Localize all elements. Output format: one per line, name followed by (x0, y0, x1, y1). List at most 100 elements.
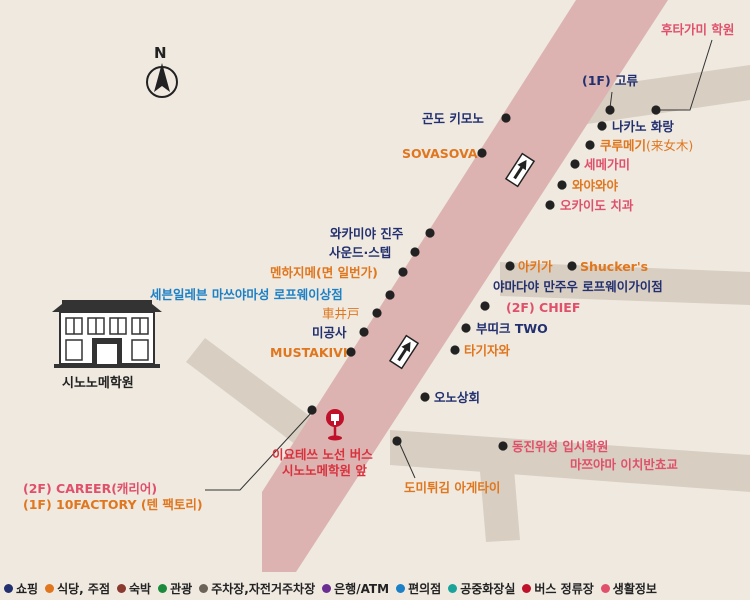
label-menhajime[interactable]: 멘하지메(면 일번가) (270, 265, 378, 280)
dot-sovasova[interactable] (477, 148, 487, 158)
label-chief[interactable]: (2F) CHIEF (506, 300, 581, 315)
label-domi[interactable]: 도미튀김 아게타이 (404, 480, 501, 495)
legend-label: 쇼핑 (16, 581, 39, 596)
side-road-left-diagonal (186, 338, 334, 460)
label-waya[interactable]: 와야와야 (572, 178, 619, 193)
label-akiga[interactable]: 아키가 (518, 259, 553, 274)
legend-item: 쇼핑 (4, 580, 38, 597)
legend-dot-icon (322, 583, 332, 593)
compass-arrow-icon (146, 63, 178, 98)
legend-label: 식당, 주점 (57, 581, 110, 596)
label-butik[interactable]: 부띠크 TWO (476, 321, 548, 336)
dot-waya[interactable] (557, 180, 567, 190)
label-mikosha[interactable]: 미공사 (312, 325, 347, 340)
dot-ono[interactable] (420, 392, 430, 402)
dot-kurumegi[interactable] (585, 140, 595, 150)
bus-stop-icon[interactable] (326, 409, 344, 441)
legend-dot-icon (45, 583, 55, 593)
dot-futagami[interactable] (651, 105, 661, 115)
legend-item: 은행/ATM (322, 580, 389, 597)
side-road-right-diagonal (478, 445, 520, 542)
legend-item: 관광 (158, 580, 192, 597)
label-career[interactable]: (2F) CAREER(캐리어) (23, 481, 158, 496)
legend-label: 버스 정류장 (534, 581, 594, 596)
leader-line-futagami (656, 39, 713, 111)
dot-okaido[interactable] (545, 200, 555, 210)
legend-label: 은행/ATM (334, 581, 390, 596)
dot-gorin[interactable] (605, 105, 615, 115)
legend-label: 숙박 (129, 581, 152, 596)
leader-line-gorin (609, 91, 613, 109)
legend-dot-icon (4, 583, 13, 593)
dot-butik[interactable] (461, 323, 471, 333)
label-semegami[interactable]: 세메가미 (584, 157, 631, 172)
dot-menhajime[interactable] (398, 267, 408, 277)
label-nakano[interactable]: 나카노 화랑 (612, 119, 674, 134)
dot-sound[interactable] (410, 247, 420, 257)
dot-domi[interactable] (392, 436, 402, 446)
legend-label: 편의점 (408, 581, 442, 596)
label-mustakivi[interactable]: MUSTAKIVI (270, 345, 348, 360)
legend-item: 숙박 (117, 580, 151, 597)
main-road (262, 0, 668, 572)
label-yamadaya[interactable]: 야마다야 만주우 로프웨이가이점 (493, 279, 663, 294)
label-wakamiya[interactable]: 와카미야 진주 (330, 226, 404, 241)
dot-mikosha[interactable] (359, 327, 369, 337)
label-kurumegi[interactable]: 쿠루메기(来女木) (600, 138, 693, 153)
dot-tagijawa[interactable] (450, 345, 460, 355)
legend-item: 식당, 주점 (45, 580, 110, 597)
dot-semegami[interactable] (570, 159, 580, 169)
legend-label: 공중화장실 (460, 581, 516, 596)
landmark-label: 시노노메학원 (62, 376, 134, 391)
dot-dongjin[interactable] (498, 441, 508, 451)
legend-item: 공중화장실 (448, 580, 515, 597)
dot-kuruido[interactable] (372, 308, 382, 318)
label-kurumegi-main: 쿠루메기 (600, 138, 647, 153)
bus-stop-label-line2: 시노노메학원 앞 (282, 463, 367, 478)
school-building-icon (52, 300, 162, 368)
bus-stop-label-line1: 이요테쓰 노선 버스 (272, 447, 373, 462)
label-ono[interactable]: 오노상회 (434, 390, 481, 405)
leader-line-career (205, 411, 313, 491)
side-road-bottom-right (390, 430, 750, 492)
legend-item: 생활정보 (600, 580, 657, 597)
label-tagijawa[interactable]: 타기자와 (464, 343, 511, 358)
compass: N (140, 44, 184, 104)
legend: 쇼핑 식당, 주점 숙박 관광 주차장,자전거주차장 은행/ATM 편의점 공중화장실 버스 정… (4, 578, 664, 598)
label-sound[interactable]: 사운드·스텝 (329, 245, 392, 260)
label-dongjin[interactable]: 동진위성 입시학원 (512, 439, 609, 454)
legend-dot-icon (158, 583, 168, 593)
dot-gondo[interactable] (501, 113, 511, 123)
label-tenfactory[interactable]: (1F) 10FACTORY (텐 팩토리) (23, 497, 203, 512)
label-gorin[interactable]: (1F) 고류 (582, 73, 639, 88)
label-ichiban[interactable]: 마쯔야마 이치반쵸교 (570, 457, 678, 472)
legend-dot-icon (522, 583, 532, 593)
dot-chief[interactable] (480, 301, 490, 311)
legend-item: 버스 정류장 (522, 580, 594, 597)
leader-line-domi (397, 439, 416, 479)
dot-shuckers[interactable] (567, 261, 577, 271)
label-shuckers[interactable]: Shucker's (580, 259, 649, 274)
side-road-middle-right (500, 262, 750, 305)
legend-item: 주차장,자전거주차장 (199, 580, 315, 597)
label-kuruido[interactable]: 車井戸 (322, 306, 360, 321)
legend-label: 생활정보 (612, 581, 657, 596)
dot-seven[interactable] (385, 290, 395, 300)
dot-mustakivi[interactable] (346, 347, 356, 357)
dot-akiga[interactable] (505, 261, 515, 271)
one-way-arrow-lower (388, 334, 420, 370)
label-okaido[interactable]: 오카이도 치과 (560, 198, 634, 213)
dot-wakamiya[interactable] (425, 228, 435, 238)
label-gondo[interactable]: 곤도 키모노 (422, 111, 484, 126)
legend-dot-icon (117, 583, 126, 593)
legend-label: 관광 (170, 581, 193, 596)
label-futagami[interactable]: 후타가미 학원 (661, 22, 735, 37)
label-kurumegi-kanji: (来女木) (646, 138, 694, 153)
label-sovasova[interactable]: SOVASOVA (402, 146, 478, 161)
dot-career[interactable] (307, 405, 317, 415)
legend-dot-icon (600, 583, 610, 593)
dot-nakano[interactable] (597, 121, 607, 131)
location-dots (307, 105, 661, 451)
label-seven[interactable]: 세븐일레븐 마쓰야마성 로프웨이상점 (150, 287, 343, 302)
